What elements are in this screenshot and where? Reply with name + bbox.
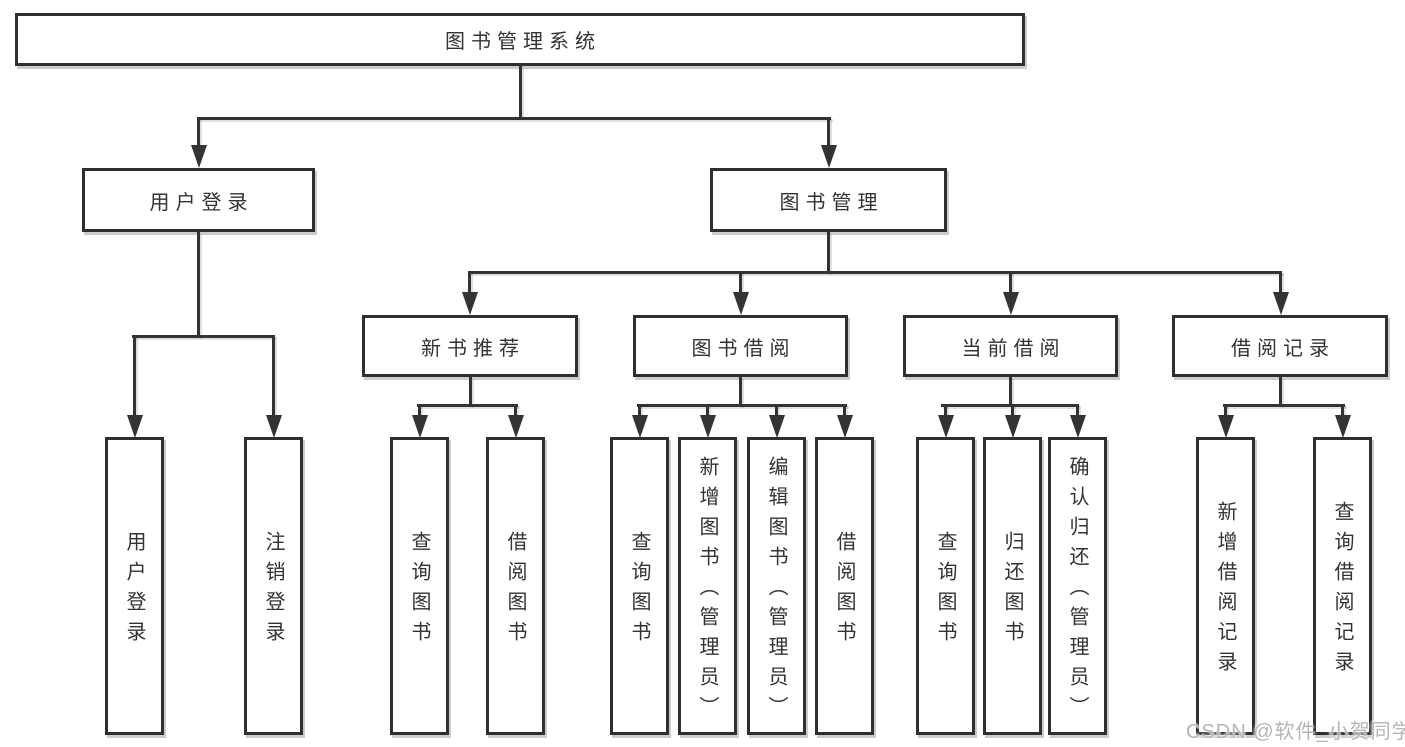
connector-drop-leaf-login xyxy=(133,335,136,418)
leaf-label: 归还图书 xyxy=(1001,531,1023,651)
arrowhead-current xyxy=(1003,292,1019,315)
arrowhead-ld2 xyxy=(1005,415,1021,438)
connector-drop-current xyxy=(1009,271,1012,296)
connector-newbook-bar xyxy=(417,404,518,407)
connector-drop-lc3 xyxy=(775,404,778,420)
leaf-return-books: 归还图书 xyxy=(983,437,1042,735)
connector-drop-new-book xyxy=(468,271,471,296)
connector-root-trunk xyxy=(519,66,522,118)
arrowhead-ld1 xyxy=(938,415,954,438)
node-book-borrowing: 图书借阅 xyxy=(633,315,848,377)
connector-user-bar xyxy=(132,335,274,338)
leaf-label: 确认归还（管理员） xyxy=(1066,456,1088,726)
arrowhead-new-book xyxy=(462,292,478,315)
connector-records-bar xyxy=(1223,404,1345,407)
node-book-management: 图书管理 xyxy=(710,168,947,232)
connector-drop-lc2 xyxy=(706,404,709,420)
connector-drop-borrowing xyxy=(739,271,742,296)
connector-drop-le2 xyxy=(1341,404,1344,420)
leaf-confirm-return-admin: 确认归还（管理员） xyxy=(1048,437,1107,735)
leaf-label: 查询图书 xyxy=(408,531,430,651)
leaf-add-borrow-record: 新增借阅记录 xyxy=(1196,437,1255,735)
arrowhead-ld3 xyxy=(1070,415,1086,438)
connector-drop-le1 xyxy=(1224,404,1227,420)
leaf-label: 新增借阅记录 xyxy=(1214,501,1236,681)
node-new-book-recommend: 新书推荐 xyxy=(362,315,578,377)
connector-mgmt-trunk xyxy=(827,232,830,273)
leaf-label: 查询图书 xyxy=(934,531,956,651)
connector-user-trunk xyxy=(197,232,200,337)
connector-records-trunk xyxy=(1279,377,1282,406)
connector-drop-ld2 xyxy=(1011,404,1014,420)
leaf-edit-books-admin: 编辑图书（管理员） xyxy=(747,437,806,735)
node-label: 借阅记录 xyxy=(1231,337,1335,360)
connector-drop-lb1 xyxy=(418,404,421,420)
leaf-borrow-books-borrowing: 借阅图书 xyxy=(815,437,874,735)
connector-drop-lc1 xyxy=(638,404,641,420)
arrowhead-borrowing xyxy=(733,292,749,315)
connector-current-trunk xyxy=(1009,377,1012,406)
arrowhead-le2 xyxy=(1335,415,1351,438)
node-label: 图书借阅 xyxy=(691,337,796,360)
leaf-label: 注销登录 xyxy=(262,531,284,651)
connector-drop-records xyxy=(1279,271,1282,296)
leaf-query-books-current: 查询图书 xyxy=(916,437,975,735)
arrowhead-lc4 xyxy=(837,415,853,438)
arrowhead-book-mgmt xyxy=(821,145,837,168)
arrowhead-lc2 xyxy=(700,415,716,438)
connector-drop-ld3 xyxy=(1076,404,1079,420)
node-label: 图书管理系统 xyxy=(445,31,601,53)
connector-newbook-trunk xyxy=(469,377,472,406)
arrowhead-user-login xyxy=(191,145,207,168)
leaf-label: 借阅图书 xyxy=(504,531,526,651)
arrowhead-lc3 xyxy=(769,415,785,438)
leaf-label: 查询借阅记录 xyxy=(1331,501,1353,681)
leaf-borrow-books-recommend: 借阅图书 xyxy=(486,437,545,735)
connector-level2-bar xyxy=(198,117,831,120)
node-root-library-system: 图书管理系统 xyxy=(15,13,1025,66)
arrowhead-records xyxy=(1273,292,1289,315)
arrowhead-lb2 xyxy=(508,415,524,438)
node-current-borrowing: 当前借阅 xyxy=(903,315,1118,377)
arrowhead-leaf-login xyxy=(127,415,143,438)
leaf-label: 用户登录 xyxy=(123,531,145,651)
node-borrowing-records: 借阅记录 xyxy=(1172,315,1388,377)
connector-borrowing-trunk xyxy=(739,377,742,406)
connector-borrowing-bar xyxy=(637,404,847,407)
connector-current-bar xyxy=(941,404,1078,407)
node-label: 图书管理 xyxy=(779,191,884,214)
csdn-watermark: CSDN @软件_小贺同学 xyxy=(1186,721,1405,743)
connector-level3-bar xyxy=(468,271,1282,274)
connector-drop-lb2 xyxy=(514,404,517,420)
leaf-label: 新增图书（管理员） xyxy=(696,456,718,726)
leaf-query-borrow-record: 查询借阅记录 xyxy=(1313,437,1372,735)
arrowhead-le1 xyxy=(1218,415,1234,438)
connector-drop-book-mgmt xyxy=(827,117,830,149)
leaf-label: 借阅图书 xyxy=(833,531,855,651)
node-label: 新书推荐 xyxy=(421,337,525,360)
connector-drop-leaf-logout xyxy=(272,335,275,418)
leaf-logout: 注销登录 xyxy=(244,437,303,735)
arrowhead-lc1 xyxy=(632,415,648,438)
node-user-login: 用户登录 xyxy=(82,168,315,232)
leaf-query-books-borrowing: 查询图书 xyxy=(610,437,669,735)
connector-drop-ld1 xyxy=(944,404,947,420)
arrowhead-leaf-logout xyxy=(266,415,282,438)
arrowhead-lb1 xyxy=(412,415,428,438)
node-label: 当前借阅 xyxy=(961,337,1066,360)
leaf-query-books-recommend: 查询图书 xyxy=(390,437,449,735)
node-label: 用户登录 xyxy=(149,191,254,214)
leaf-user-login: 用户登录 xyxy=(105,437,164,735)
connector-drop-user-login xyxy=(197,117,200,149)
leaf-label: 编辑图书（管理员） xyxy=(765,456,787,726)
connector-drop-lc4 xyxy=(843,404,846,420)
leaf-label: 查询图书 xyxy=(628,531,650,651)
leaf-add-books-admin: 新增图书（管理员） xyxy=(678,437,737,735)
